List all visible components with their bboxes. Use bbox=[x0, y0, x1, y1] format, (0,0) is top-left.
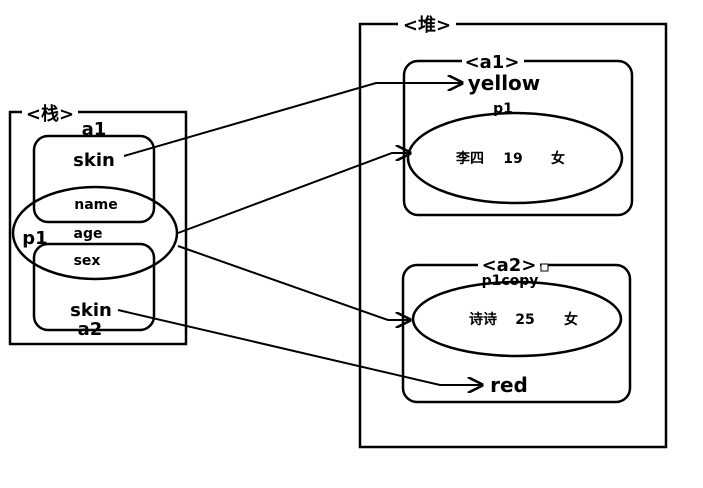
heap-title-mask bbox=[398, 12, 456, 36]
stack-a1-skin: skin bbox=[73, 150, 115, 171]
arrow-a1-skin-to-yellow bbox=[123, 83, 462, 157]
stack-a2-box bbox=[32, 242, 156, 332]
stack-p1-ellipse bbox=[11, 185, 179, 281]
arrow-p1-to-heap-p1copy bbox=[177, 245, 410, 320]
heap-a2-title-mask bbox=[478, 254, 540, 276]
stack-title-mask bbox=[22, 100, 78, 124]
reference-arrows bbox=[117, 83, 482, 385]
stack-p1-field-age: age bbox=[74, 226, 103, 242]
stack-p1-field-sex: sex bbox=[74, 253, 101, 269]
stack-a2-label: a2 bbox=[78, 319, 103, 340]
heap-a1-title: <a1> bbox=[465, 52, 520, 73]
stack-region: <栈> a1 skin skin a2 p1 name age sex bbox=[8, 100, 188, 346]
heap-box bbox=[358, 22, 668, 449]
heap-a1-skin-value: yellow bbox=[468, 71, 541, 95]
heap-p1copy-sex: 女 bbox=[564, 311, 578, 328]
arrow-p1-to-heap-p1 bbox=[177, 153, 410, 234]
stack-p1-field-name: name bbox=[74, 197, 118, 213]
heap-a1-title-mask bbox=[462, 50, 524, 72]
selection-handle-icon bbox=[540, 263, 549, 272]
heap-p1-name: 李四 bbox=[455, 150, 484, 167]
stack-title: <栈> bbox=[26, 103, 74, 125]
arrow-a2-skin-to-red bbox=[117, 309, 482, 385]
heap-a2-title: <a2> bbox=[482, 255, 537, 276]
heap-p1-sex: 女 bbox=[551, 150, 565, 167]
heap-p1copy-name: 诗诗 bbox=[469, 311, 497, 328]
stack-p1-label: p1 bbox=[22, 228, 47, 249]
heap-p1-age: 19 bbox=[503, 151, 522, 167]
heap-title: <堆> bbox=[403, 14, 451, 36]
heap-p1copy-age: 25 bbox=[515, 312, 534, 328]
stack-box bbox=[8, 110, 188, 346]
heap-p1copy-ellipse bbox=[411, 280, 623, 358]
stack-a1-box bbox=[32, 134, 156, 224]
heap-a2-skin-value: red bbox=[490, 373, 528, 397]
stack-a1-label: a1 bbox=[82, 119, 107, 140]
heap-region: <堆> <a1> yellow p1 李四 19 女 <a2> p1copy 诗… bbox=[358, 12, 668, 449]
stack-a2-skin: skin bbox=[70, 300, 112, 321]
